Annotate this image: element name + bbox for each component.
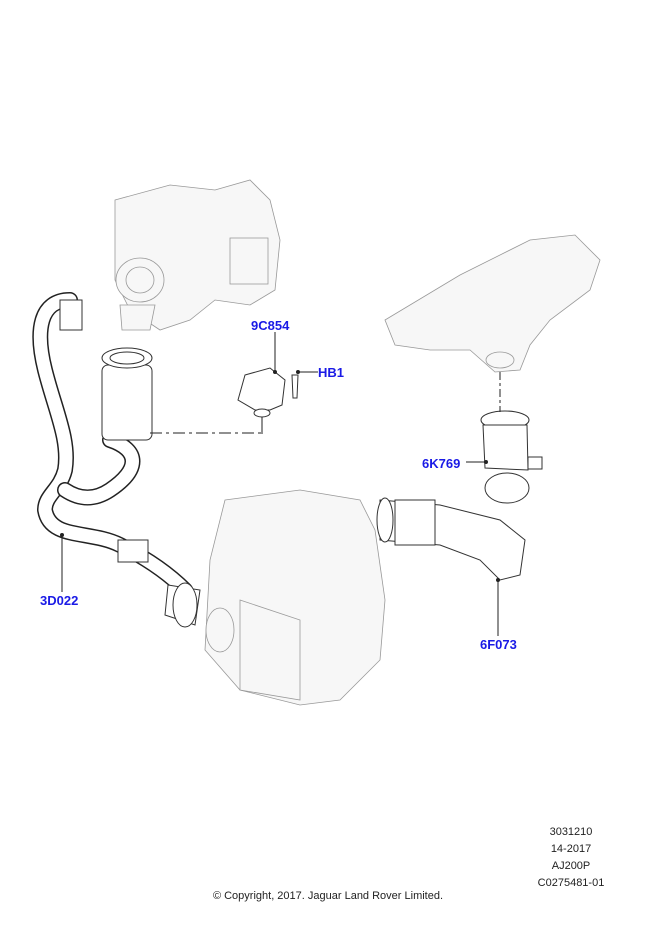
callout-3D022[interactable]: 3D022	[40, 593, 79, 608]
hose-3D022-couplings	[59, 299, 201, 628]
reference-engine-code: AJ200P	[551, 860, 591, 872]
reference-date: 14-2017	[550, 843, 592, 855]
copyright-text: © Copyright, 2017. Jaguar Land Rover Lim…	[212, 890, 444, 902]
callout-9C854[interactable]: 9C854	[251, 318, 290, 333]
callout-HB1[interactable]: HB1	[318, 365, 345, 380]
callout-6F073[interactable]: 6F073	[480, 637, 517, 652]
connector-6K769	[480, 410, 543, 504]
turbocharger-illustration	[114, 179, 281, 331]
reference-illustration-id: C0275481-01	[537, 877, 605, 889]
hose-6F073	[376, 497, 526, 581]
intercooler-illustration	[204, 489, 386, 706]
callout-6K769[interactable]: 6K769	[422, 456, 461, 471]
diagram-reference-block: 3031210 14-2017 AJ200P C0275481-01	[516, 824, 626, 892]
sensor-9C854	[237, 367, 299, 418]
leader-lines	[61, 332, 501, 636]
reference-number: 3031210	[549, 826, 593, 838]
intake-manifold-illustration	[384, 234, 601, 373]
